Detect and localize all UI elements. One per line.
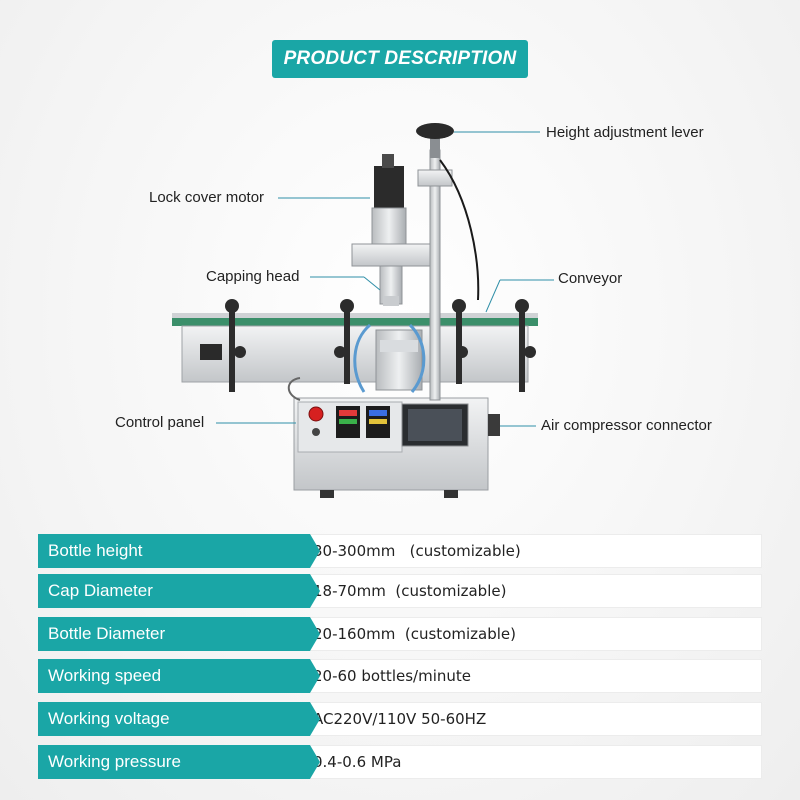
spec-row-bottle-height: Bottle height 30-300mm (customizable) xyxy=(38,534,762,568)
conveyor-belt xyxy=(172,318,538,326)
spec-value: 0.4-0.6 MPa xyxy=(290,745,762,779)
callout-lock-cover-motor: Lock cover motor xyxy=(149,189,265,206)
spec-label: Working pressure xyxy=(38,745,320,779)
spec-value: 30-300mm (customizable) xyxy=(290,534,762,568)
spec-value: 20-160mm (customizable) xyxy=(290,617,762,651)
spec-value: 20-60 bottles/minute xyxy=(290,659,762,693)
callout-capping-head: Capping head xyxy=(206,268,300,285)
callout-conveyor: Conveyor xyxy=(558,270,623,287)
emergency-stop-button xyxy=(308,406,324,422)
spec-row-cap-diameter: Cap Diameter 18-70mm (customizable) xyxy=(38,574,762,608)
height-adjustment-knob xyxy=(416,123,454,139)
product-description-header: PRODUCT DESCRIPTION xyxy=(272,40,528,78)
callout-control-panel: Control panel xyxy=(115,414,205,431)
spec-row-bottle-diameter: Bottle Diameter 20-160mm (customizable) xyxy=(38,617,762,651)
spec-label: Working voltage xyxy=(38,702,320,736)
spec-label: Working speed xyxy=(38,659,320,693)
spec-row-working-voltage: Working voltage AC220V/110V 50-60HZ xyxy=(38,702,762,736)
spec-label: Bottle Diameter xyxy=(38,617,320,651)
spec-label: Cap Diameter xyxy=(38,574,320,608)
spec-value: 18-70mm (customizable) xyxy=(290,574,762,608)
capping-machine-illustration xyxy=(172,123,554,498)
air-connector xyxy=(488,414,500,436)
spec-row-working-pressure: Working pressure 0.4-0.6 MPa xyxy=(38,745,762,779)
lock-cover-motor xyxy=(374,166,404,212)
callout-air-compressor-connector: Air compressor connector xyxy=(541,417,712,434)
callout-height-adjustment-lever: Height adjustment lever xyxy=(546,124,704,141)
spec-row-working-speed: Working speed 20-60 bottles/minute xyxy=(38,659,762,693)
spec-value: AC220V/110V 50-60HZ xyxy=(290,702,762,736)
spec-label: Bottle height xyxy=(38,534,320,568)
vertical-column xyxy=(429,149,441,401)
